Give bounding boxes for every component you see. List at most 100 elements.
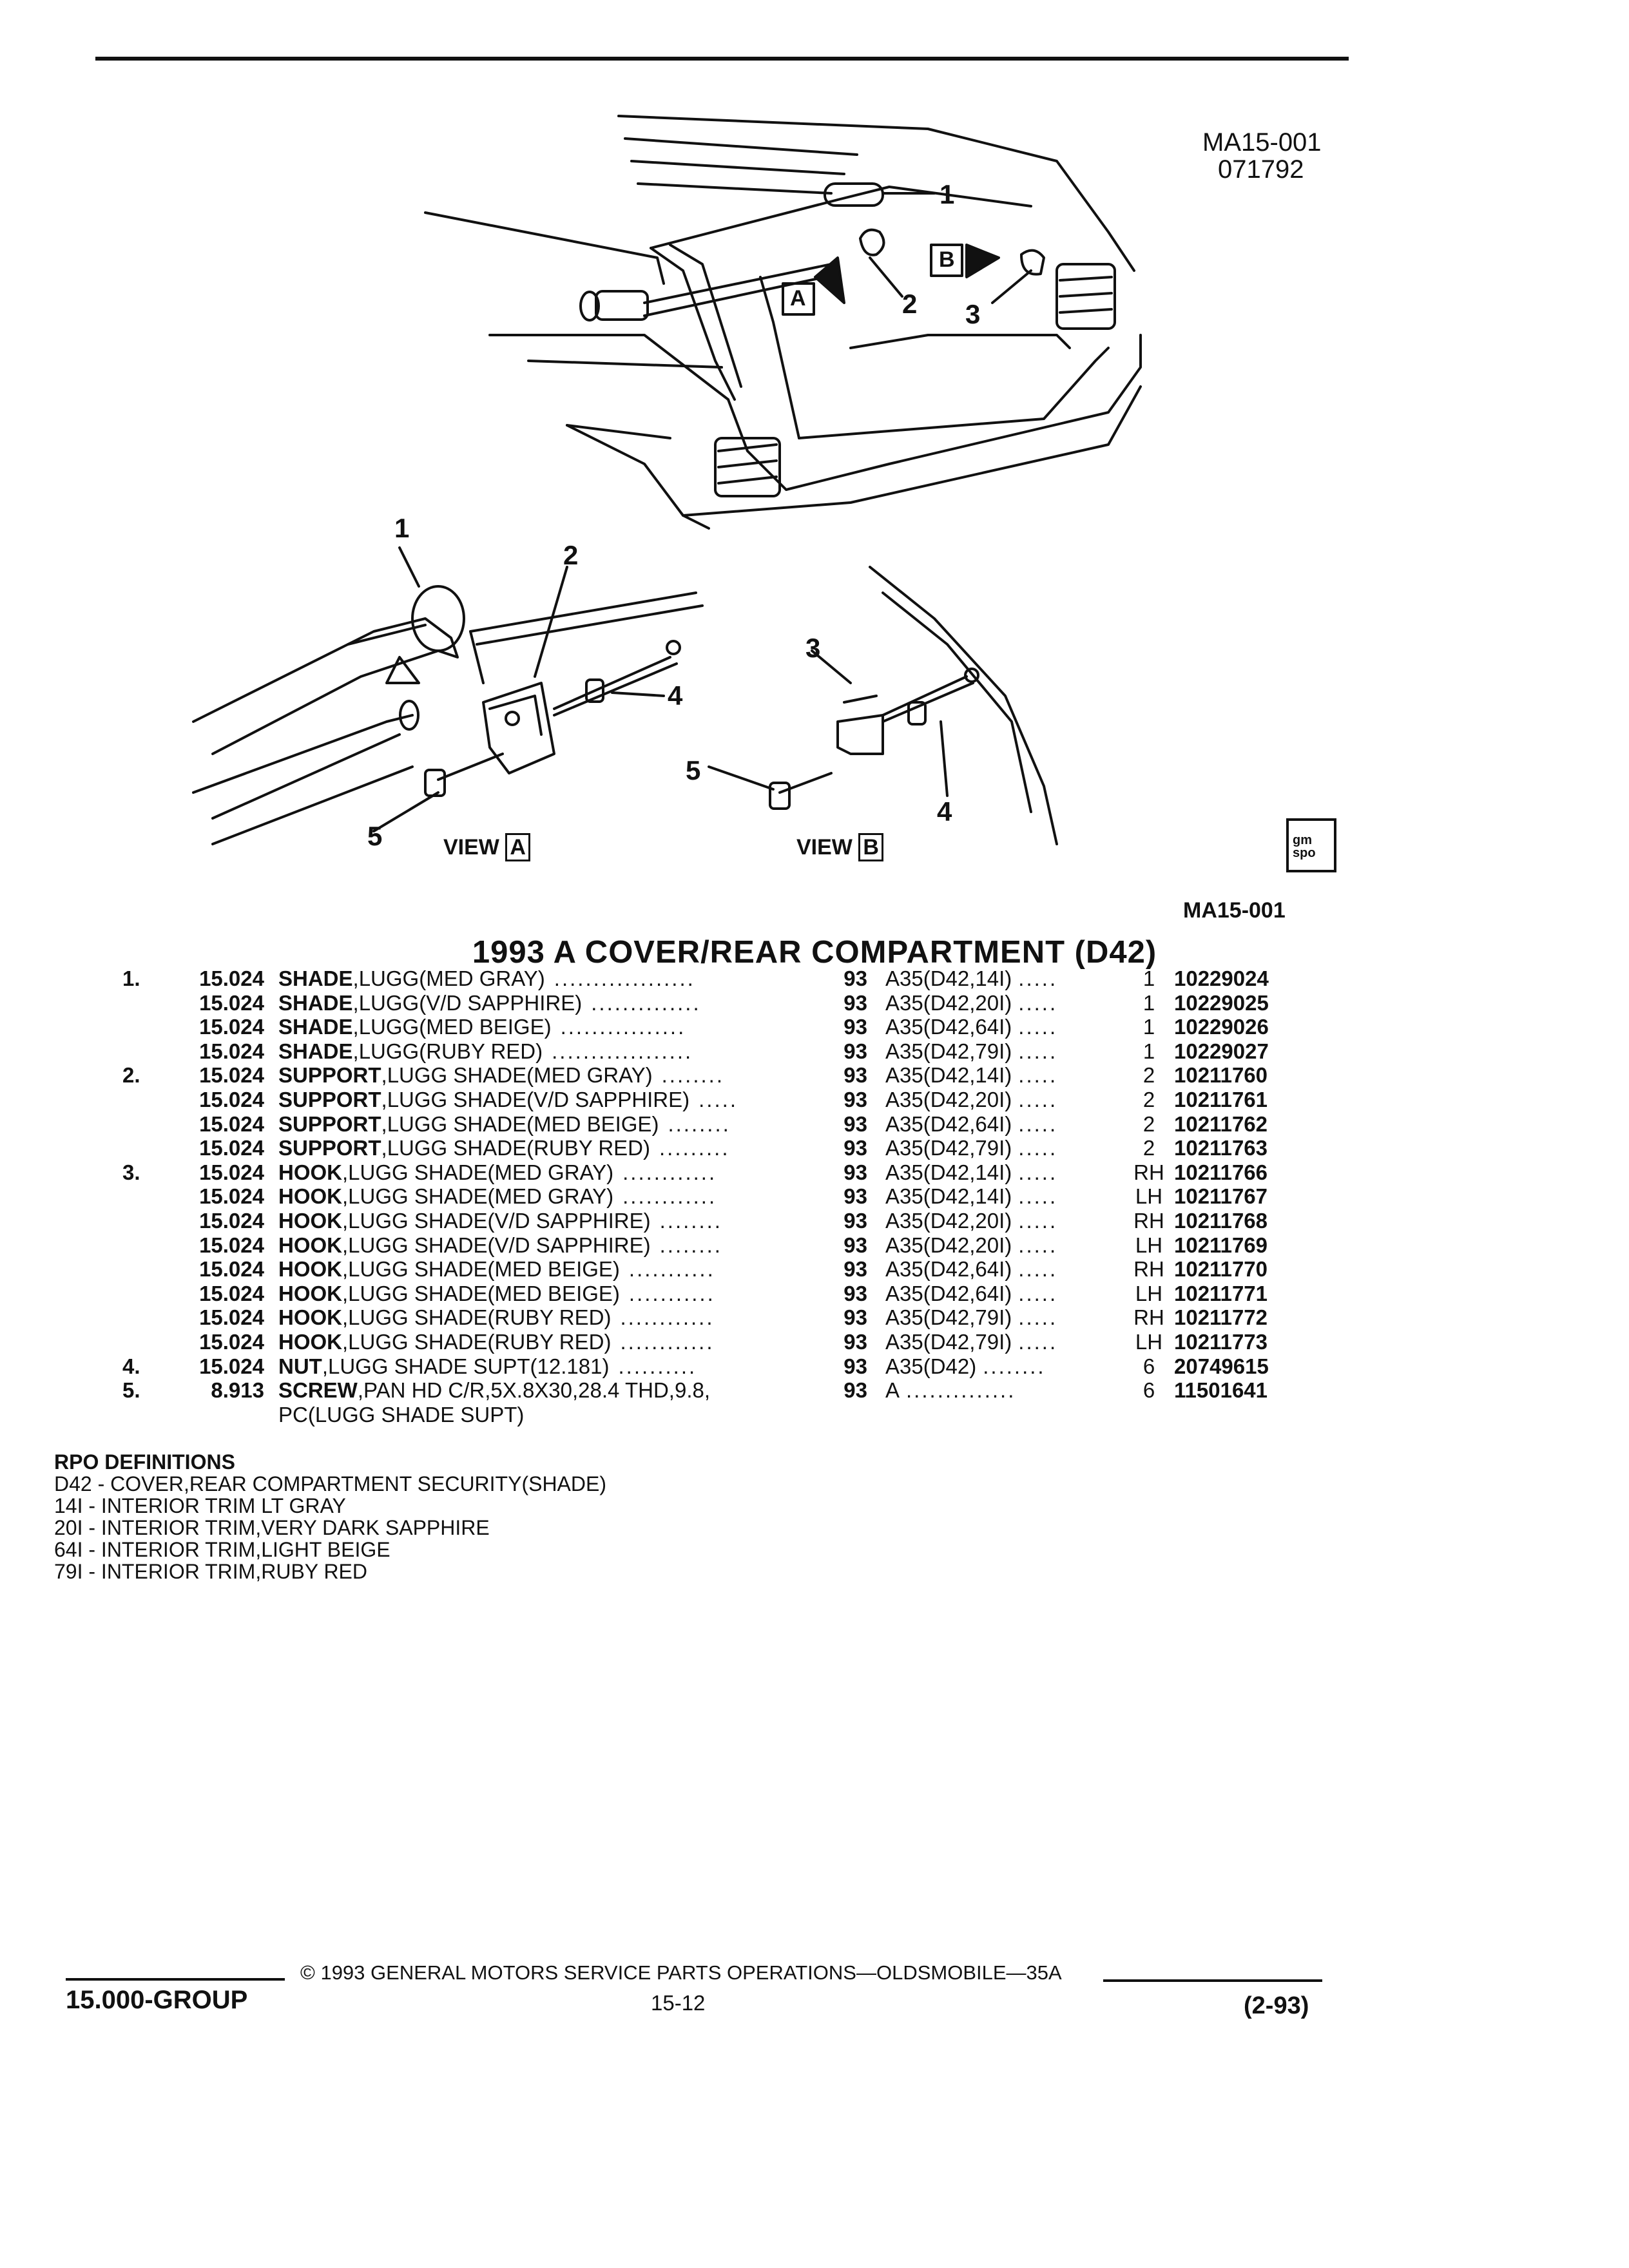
leader-dots: ..... bbox=[1018, 1184, 1058, 1209]
leader-dots: ..... bbox=[1018, 1063, 1058, 1088]
part-name: SHADE bbox=[278, 1015, 353, 1039]
part-number: 10211771 bbox=[1174, 1281, 1268, 1305]
part-detail: ,LUGG SHADE(MED GRAY) bbox=[381, 1063, 653, 1088]
model-year: 93 bbox=[843, 1087, 867, 1111]
group-number: 15.024 bbox=[199, 1257, 264, 1282]
part-detail: ,LUGG(V/D SAPPHIRE) bbox=[352, 990, 583, 1015]
callout-5-b: 5 bbox=[686, 755, 701, 785]
part-name: SUPPORT bbox=[278, 1136, 381, 1160]
figure-date: 071792 bbox=[1218, 155, 1304, 184]
part-name: SHADE bbox=[278, 990, 353, 1015]
leader-dots: ......... bbox=[659, 1136, 730, 1160]
part-name: HOOK bbox=[278, 1160, 342, 1184]
callout-2-detail: 2 bbox=[563, 540, 579, 570]
part-row: PC(LUGG SHADE SUPT) bbox=[122, 1403, 1303, 1427]
leader-dots: ..... bbox=[1018, 1136, 1058, 1160]
leader-dots: ............ bbox=[620, 1305, 715, 1330]
application-code: A35(D42,79I) bbox=[885, 1305, 1012, 1330]
item-number bbox=[122, 1184, 180, 1209]
part-description: HOOK,LUGG SHADE(RUBY RED)............ bbox=[278, 1330, 808, 1354]
model-year: 93 bbox=[843, 1015, 867, 1039]
part-description: SCREW,PAN HD C/R,5X.8X30,28.4 THD,9.8, bbox=[278, 1378, 808, 1403]
leader-dots: ........... bbox=[628, 1281, 715, 1305]
leader-dots: ..... bbox=[1018, 1233, 1058, 1257]
part-number: 10211762 bbox=[1174, 1111, 1268, 1136]
arrow-box-a-letter: A bbox=[790, 286, 806, 311]
application: A35(D42)........ bbox=[885, 1354, 1124, 1379]
view-b-arrow bbox=[965, 244, 1000, 278]
part-detail: ,LUGG(MED GRAY) bbox=[352, 966, 545, 990]
quantity: LH bbox=[1135, 1281, 1163, 1305]
quantity: 1 bbox=[1142, 990, 1155, 1015]
part-detail: ,LUGG SHADE(MED BEIGE) bbox=[342, 1281, 620, 1305]
quantity: 6 bbox=[1142, 1354, 1155, 1378]
part-number: 10229024 bbox=[1174, 966, 1269, 990]
footer-rule-right bbox=[1103, 1979, 1322, 1982]
quantity: 2 bbox=[1142, 1136, 1155, 1160]
leader-dots: ..... bbox=[1018, 966, 1058, 990]
callout-1-top: 1 bbox=[940, 179, 955, 209]
part-description: SUPPORT,LUGG SHADE(V/D SAPPHIRE)..... bbox=[278, 1088, 808, 1112]
group-number: 15.024 bbox=[199, 966, 264, 990]
view-a-box bbox=[782, 282, 815, 316]
gm-spo-logo: gm spo bbox=[1286, 818, 1336, 872]
group-number: 15.024 bbox=[199, 1063, 264, 1088]
rpo-heading: RPO DEFINITIONS bbox=[54, 1450, 235, 1474]
item-number bbox=[122, 1282, 180, 1306]
footer-page-number: 15-12 bbox=[651, 1991, 706, 2015]
part-description: SHADE,LUGG(V/D SAPPHIRE).............. bbox=[278, 991, 808, 1015]
application-code: A35(D42,79I) bbox=[885, 1039, 1012, 1063]
application: A35(D42,64I)..... bbox=[885, 1112, 1124, 1137]
part-description: HOOK,LUGG SHADE(V/D SAPPHIRE)........ bbox=[278, 1209, 808, 1233]
rpo-definitions: RPO DEFINITIONS D42 - COVER,REAR COMPART… bbox=[54, 1451, 606, 1582]
callout-3-detail: 3 bbox=[805, 633, 821, 663]
shade-tube-end bbox=[411, 585, 465, 652]
model-year: 93 bbox=[843, 1233, 867, 1257]
quantity: LH bbox=[1135, 1233, 1163, 1257]
leader-dots: ........ bbox=[983, 1354, 1046, 1378]
part-number: 10211761 bbox=[1174, 1087, 1268, 1111]
item-number bbox=[122, 1209, 180, 1233]
part-detail: ,LUGG SHADE(V/D SAPPHIRE) bbox=[342, 1233, 651, 1257]
part-number: 10211768 bbox=[1174, 1208, 1268, 1233]
view-a-label: VIEW A bbox=[443, 833, 530, 861]
application: A35(D42,20I)..... bbox=[885, 1233, 1124, 1258]
item-number bbox=[122, 1305, 180, 1330]
part-name: HOOK bbox=[278, 1257, 342, 1282]
part-description: HOOK,LUGG SHADE(MED GRAY)............ bbox=[278, 1184, 808, 1209]
arrow-box-b-letter: B bbox=[939, 247, 955, 272]
part-number: 10229027 bbox=[1174, 1039, 1269, 1063]
application: A35(D42,14I)..... bbox=[885, 1160, 1124, 1185]
callout-1-detail: 1 bbox=[394, 513, 410, 543]
leader-dots: ..... bbox=[1018, 1015, 1058, 1039]
part-name: SUPPORT bbox=[278, 1087, 381, 1111]
item-number bbox=[122, 1233, 180, 1258]
application-code: A35(D42) bbox=[885, 1354, 977, 1378]
model-year: 93 bbox=[843, 1160, 867, 1184]
quantity: 1 bbox=[1142, 1039, 1155, 1063]
leader-dots: ..... bbox=[1018, 1305, 1058, 1330]
model-year: 93 bbox=[843, 1039, 867, 1063]
part-name: SCREW bbox=[278, 1378, 358, 1403]
quantity: RH bbox=[1133, 1208, 1164, 1233]
part-detail: ,LUGG SHADE(RUBY RED) bbox=[342, 1305, 612, 1330]
quantity: RH bbox=[1133, 1305, 1164, 1330]
part-description: HOOK,LUGG SHADE(MED BEIGE)........... bbox=[278, 1257, 808, 1282]
application: A35(D42,20I)..... bbox=[885, 991, 1124, 1015]
part-number bbox=[1174, 1403, 1303, 1427]
nut-a bbox=[585, 678, 604, 703]
leader-dots: ..... bbox=[699, 1087, 738, 1111]
part-description: PC(LUGG SHADE SUPT) bbox=[278, 1403, 808, 1427]
leader-dots: ..... bbox=[1018, 990, 1058, 1015]
part-description: SHADE,LUGG(MED GRAY).................. bbox=[278, 966, 808, 991]
